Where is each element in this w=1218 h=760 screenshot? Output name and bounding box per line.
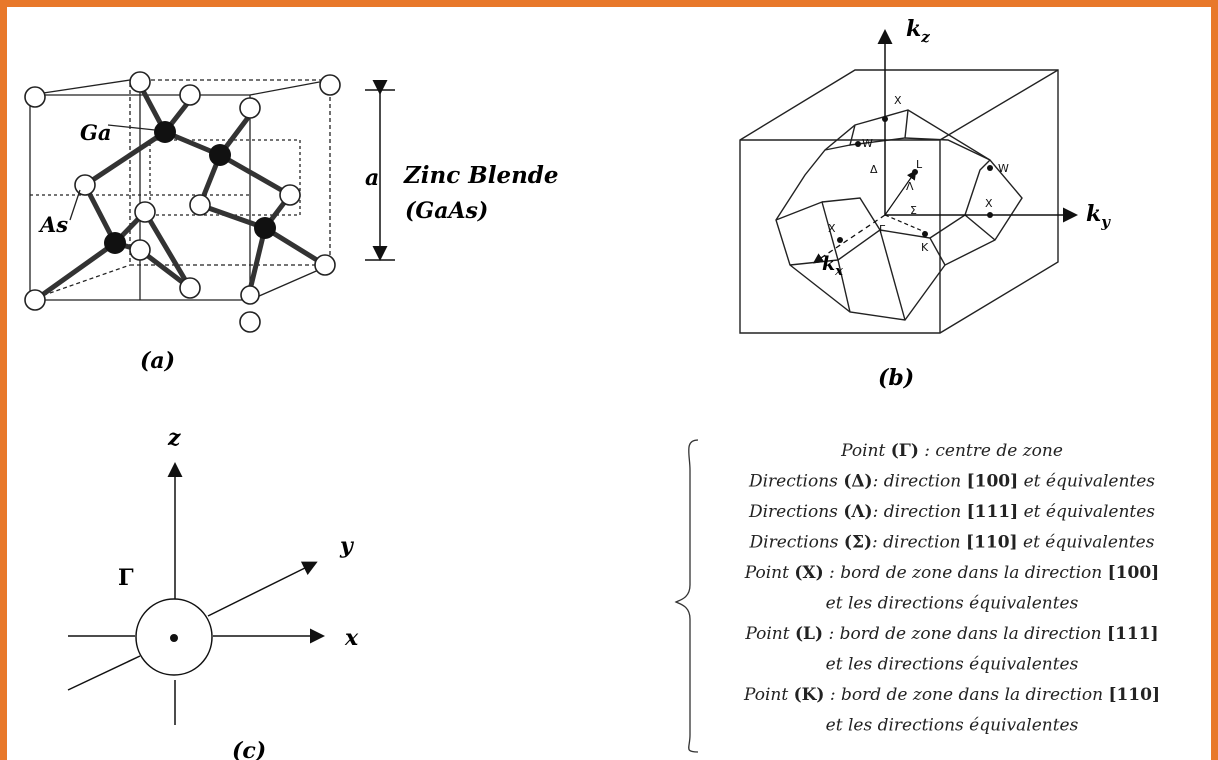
legend-brace [674, 439, 699, 753]
legend-line: et les directions équivalentes [826, 594, 1079, 614]
label-kx: kx [822, 253, 843, 279]
title-gaas: (GaAs) [405, 198, 488, 224]
legend-line: et les directions équivalentes [826, 716, 1079, 736]
legend-line: Point (Γ) : centre de zone [840, 441, 1063, 461]
ga-atoms [104, 121, 276, 254]
label-point-l: L [916, 158, 923, 171]
label-ga: Ga [80, 120, 112, 145]
panel-b-brillouin-zone [739, 69, 1059, 334]
dir-lambda-line [884, 170, 917, 216]
caption-c: (c) [232, 738, 266, 760]
caption-a: (a) [140, 348, 175, 374]
as-atoms [24, 71, 341, 333]
dir-sigma-line [884, 214, 926, 233]
label-point-x-right: X [985, 197, 993, 210]
label-point-w-right: W [998, 162, 1009, 175]
label-gamma: Γ [879, 223, 886, 236]
label-kz: kz [906, 16, 930, 46]
label-point-w-left: W [862, 137, 873, 150]
panel-b-axes: kz ky kx X W W X X L K Γ Δ Λ Σ (b) [812, 16, 1111, 391]
label-z: z [167, 425, 181, 451]
caption-b: (b) [878, 365, 914, 391]
label-y: y [339, 533, 355, 559]
legend-line: Directions (Λ): direction [111] et équiv… [748, 502, 1155, 522]
label-point-x-top: X [894, 94, 902, 107]
legend-line: Directions (Δ): direction [100] et équiv… [748, 472, 1155, 492]
label-point-x-front: X [828, 222, 836, 235]
legend-line: Point (K) : bord de zone dans la directi… [743, 685, 1160, 705]
legend-line: et les directions équivalentes [826, 655, 1079, 675]
ga-pointer [107, 124, 156, 131]
legend-line: Point (L) : bord de zone dans la directi… [744, 624, 1158, 644]
label-a: a [365, 165, 379, 191]
panel-c-axes [67, 462, 325, 725]
label-lambda: Λ [906, 180, 914, 193]
legend-line: Directions (Σ): direction [110] et équiv… [749, 533, 1155, 553]
label-gamma-c: Γ [118, 565, 134, 591]
title-zinc-blende: Zinc Blende [403, 162, 559, 189]
symmetry-points [837, 116, 993, 243]
label-as: As [38, 212, 68, 237]
axis-y [207, 561, 318, 617]
zone-cube [739, 69, 1059, 334]
label-x: x [344, 625, 359, 651]
label-delta: Δ [870, 163, 878, 176]
panel-a-crystal: Ga As a Zinc Blende (GaAs) (a) [24, 71, 559, 374]
label-ky: ky [1086, 201, 1111, 231]
legend-line: Point (X) : bord de zone dans la directi… [744, 563, 1159, 583]
label-point-k: K [921, 241, 929, 254]
as-pointer [69, 189, 81, 221]
label-sigma: Σ [910, 204, 917, 217]
